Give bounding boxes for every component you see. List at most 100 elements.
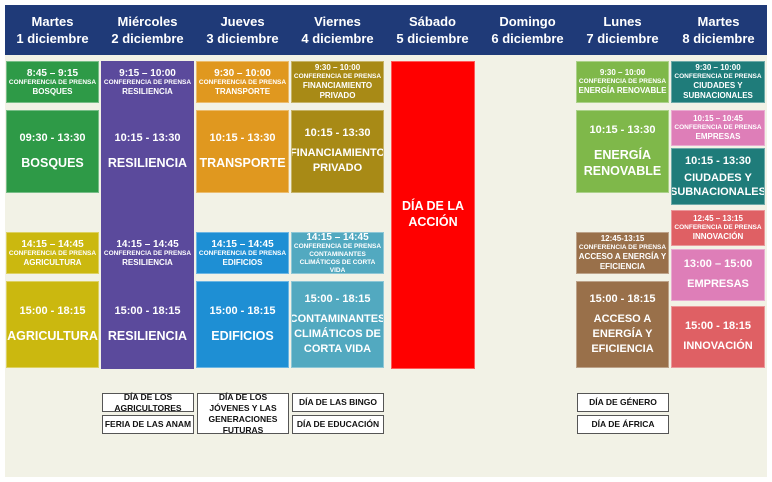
event-label: CONFERENCIA DE PRENSA (293, 73, 382, 80)
side-event-africa[interactable]: DÍA DE ÁFRICA (577, 415, 669, 434)
event-time: 10:15 - 13:30 (114, 132, 181, 144)
event-title: RESILIENCIA (122, 86, 173, 96)
event-title: AGRICULTURA (23, 257, 82, 267)
day-date: 1 diciembre (16, 31, 89, 46)
day-header-mar8: Martes 8 diciembre (670, 5, 767, 55)
event-title: FINANCIAMIENTO PRIVADO (302, 81, 373, 100)
event-title: DÍA DE LA ACCIÓN (401, 199, 465, 229)
day-header-vie4: Viernes 4 diciembre (290, 5, 385, 55)
event-time: 15:00 - 18:15 (589, 292, 656, 305)
event-session-bosques[interactable]: 09:30 - 13:30 BOSQUES (6, 110, 99, 193)
event-time: 15:00 - 18:15 (304, 292, 371, 305)
event-time: 15:00 - 18:15 (19, 305, 86, 317)
event-session-edificios[interactable]: 15:00 - 18:15 EDIFICIOS (196, 281, 289, 368)
event-session-resiliencia-am[interactable]: 10:15 - 13:30 RESILIENCIA (101, 110, 194, 193)
day-name: Martes (31, 14, 74, 29)
day-date: 4 diciembre (301, 31, 374, 46)
event-time: 14:15 – 14:45 (116, 238, 179, 250)
event-session-resiliencia-pm[interactable]: 15:00 - 18:15 RESILIENCIA (101, 281, 194, 368)
event-title: BOSQUES (32, 86, 73, 96)
day-header-mie2: Miércoles 2 diciembre (100, 5, 195, 55)
event-label: CONFERENCIA DE PRENSA (103, 78, 192, 86)
event-title: AGRICULTURA (7, 329, 98, 343)
event-session-agricultura[interactable]: 15:00 - 18:15 AGRICULTURA (6, 281, 99, 368)
side-event-genero[interactable]: DÍA DE GÉNERO (577, 393, 669, 412)
event-label: CONFERENCIA DE PRENSA (293, 242, 382, 250)
event-title: RESILIENCIA (107, 329, 188, 343)
event-label: CONFERENCIA DE PRENSA (198, 78, 287, 86)
event-title: BOSQUES (21, 156, 84, 170)
day-name: Miércoles (117, 14, 178, 29)
event-press-innovacion[interactable]: 12:45 – 13:15 CONFERENCIA DE PRENSA INNO… (671, 210, 765, 246)
day-name: Martes (697, 14, 740, 29)
event-title: TRANSPORTE (214, 86, 271, 96)
day-date: 5 diciembre (396, 31, 469, 46)
event-title: RESILIENCIA (107, 156, 188, 170)
event-title: CONTAMINANTES CLIMÁTICOS DE CORTA VIDA (291, 312, 384, 355)
event-label: CONFERENCIA DE PRENSA (578, 78, 667, 85)
event-title: ACCESO A ENERGÍA Y EFICIENCIA (578, 252, 667, 271)
event-title: CIUDADES Y SUBNACIONALES (671, 171, 765, 198)
event-press-empresas[interactable]: 10:15 – 10:45 CONFERENCIA DE PRENSA EMPR… (671, 110, 765, 146)
event-press-resiliencia-pm[interactable]: 14:15 – 14:45 CONFERENCIA DE PRENSA RESI… (101, 232, 194, 274)
event-label: CONFERENCIA DE PRENSA (8, 78, 97, 86)
event-session-energia-renovable[interactable]: 10:15 - 13:30 ENERGÍA RENOVABLE (576, 110, 669, 193)
event-title: INNOVACIÓN (692, 232, 744, 241)
event-label: CONFERENCIA DE PRENSA (674, 73, 762, 80)
event-dia-de-la-accion[interactable]: DÍA DE LA ACCIÓN (391, 61, 475, 369)
event-time: 9:30 – 10:00 (599, 68, 646, 77)
event-time: 8:45 – 9:15 (26, 67, 79, 79)
day-header-lun7: Lunes 7 diciembre (575, 5, 670, 55)
event-press-energia-renovable[interactable]: 9:30 – 10:00 CONFERENCIA DE PRENSA ENERG… (576, 61, 669, 103)
event-session-acceso-energia[interactable]: 15:00 - 18:15 ACCESO A ENERGÍA Y EFICIEN… (576, 281, 669, 368)
day-name: Sábado (409, 14, 456, 29)
side-event-feria-anam[interactable]: FERIA DE LAS ANAM (102, 415, 194, 434)
event-press-transporte[interactable]: 9:30 – 10:00 CONFERENCIA DE PRENSA TRANS… (196, 61, 289, 103)
day-header-sab5: Sábado 5 diciembre (385, 5, 480, 55)
event-time: 15:00 - 18:15 (209, 305, 276, 317)
event-session-transporte[interactable]: 10:15 - 13:30 TRANSPORTE (196, 110, 289, 193)
event-time: 12:45 – 13:15 (693, 214, 743, 223)
event-session-financiamiento[interactable]: 10:15 - 13:30 FINANCIAMIENTO PRIVADO (291, 110, 384, 193)
event-session-innovacion[interactable]: 15:00 - 18:15 INNOVACIÓN (671, 306, 765, 368)
event-press-agricultura[interactable]: 14:15 – 14:45 CONFERENCIA DE PRENSA AGRI… (6, 232, 99, 274)
event-title: INNOVACIÓN (683, 340, 753, 352)
event-title: CIUDADES Y SUBNACIONALES (683, 81, 753, 100)
event-label: CONFERENCIA DE PRENSA (578, 244, 667, 251)
event-time: 14:15 – 14:45 (306, 232, 369, 243)
day-date: 7 diciembre (586, 31, 659, 46)
day-header-mar1: Martes 1 diciembre (5, 5, 100, 55)
side-event-bingo[interactable]: DÍA DE LAS BINGO (292, 393, 384, 412)
event-press-edificios[interactable]: 14:15 – 14:45 CONFERENCIA DE PRENSA EDIF… (196, 232, 289, 274)
event-title: EDIFICIOS (211, 329, 274, 343)
event-press-contaminantes[interactable]: 14:15 – 14:45 CONFERENCIA DE PRENSA CONT… (291, 232, 384, 274)
event-press-bosques[interactable]: 8:45 – 9:15 CONFERENCIA DE PRENSA BOSQUE… (6, 61, 99, 103)
event-press-resiliencia-am[interactable]: 9:15 – 10:00 CONFERENCIA DE PRENSA RESIL… (101, 61, 194, 103)
day-date: 8 diciembre (682, 31, 755, 46)
event-session-contaminantes[interactable]: 15:00 - 18:15 CONTAMINANTES CLIMÁTICOS D… (291, 281, 384, 368)
event-press-acceso-energia[interactable]: 12:45-13:15 CONFERENCIA DE PRENSA ACCESO… (576, 232, 669, 274)
event-press-ciudades[interactable]: 9:30 – 10:00 CONFERENCIA DE PRENSA CIUDA… (671, 61, 765, 103)
event-time: 9:30 – 10:00 (695, 63, 741, 72)
event-title: EMPRESAS (695, 132, 741, 141)
event-title: RESILIENCIA (122, 257, 173, 267)
day-name: Domingo (499, 14, 556, 29)
side-event-educacion[interactable]: DÍA DE EDUCACIÓN (292, 415, 384, 434)
calendar-header (5, 5, 767, 55)
event-label: CONFERENCIA DE PRENSA (8, 249, 97, 257)
event-time: 10:15 - 13:30 (684, 154, 752, 167)
side-event-agricultores[interactable]: DÍA DE LOS AGRICULTORES (102, 392, 194, 413)
event-time: 13:00 – 15:00 (683, 258, 753, 270)
event-time: 15:00 - 18:15 (114, 305, 181, 317)
event-time: 10:15 - 13:30 (209, 132, 276, 144)
event-press-financiamiento[interactable]: 9:30 – 10:00 CONFERENCIA DE PRENSA FINAN… (291, 61, 384, 103)
event-session-ciudades[interactable]: 10:15 - 13:30 CIUDADES Y SUBNACIONALES (671, 148, 765, 205)
side-event-jovenes[interactable]: DÍA DE LOS JÓVENES Y LAS GENERACIONES FU… (197, 392, 289, 435)
event-label: CONFERENCIA DE PRENSA (674, 124, 762, 131)
event-title: EMPRESAS (687, 278, 749, 290)
event-session-empresas[interactable]: 13:00 – 15:00 EMPRESAS (671, 249, 765, 301)
day-date: 6 diciembre (491, 31, 564, 46)
event-time: 10:15 - 13:30 (304, 127, 371, 139)
event-time: 14:15 – 14:45 (21, 238, 84, 250)
event-time: 9:30 – 10:00 (314, 63, 361, 72)
